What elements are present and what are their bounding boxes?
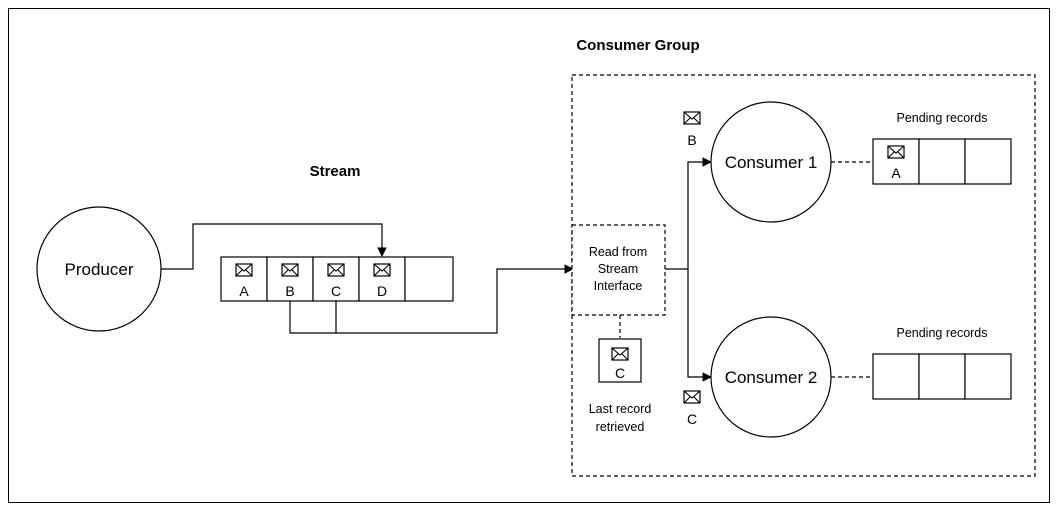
consumer-1-label: Consumer 1 xyxy=(725,153,818,172)
envelope-icon xyxy=(611,347,629,361)
envelope-icon xyxy=(235,263,253,277)
interface-to-consumer1-arrow xyxy=(665,157,712,270)
in-flight-record-1: B xyxy=(687,132,696,148)
pending-records-label-2: Pending records xyxy=(896,326,987,340)
canvas-border xyxy=(8,8,1050,503)
producer-label: Producer xyxy=(65,260,134,279)
pending-records-label-1: Pending records xyxy=(896,111,987,125)
stream-record-label: A xyxy=(239,283,249,299)
stream-title: Stream xyxy=(310,163,361,180)
stream-record-label: B xyxy=(285,283,294,299)
interface-to-consumer2-arrow xyxy=(687,269,712,382)
envelope-icon xyxy=(373,263,391,277)
stream-record-label: C xyxy=(331,283,341,299)
read-interface-box xyxy=(571,224,666,316)
producer-to-stream-arrow xyxy=(161,223,387,270)
last-record-caption: retrieved xyxy=(596,420,645,434)
in-flight-record-2: C xyxy=(687,411,697,427)
envelope-icon xyxy=(683,111,701,125)
stream-record-label: D xyxy=(377,283,387,299)
envelope-icon xyxy=(683,390,701,404)
pending-record-1: A xyxy=(891,165,901,181)
interface-label-line: Interface xyxy=(594,279,643,293)
envelope-icon xyxy=(887,145,905,159)
consumer-2-label: Consumer 2 xyxy=(725,368,818,387)
last-record-caption: Last record xyxy=(589,402,652,416)
envelope-icon xyxy=(327,263,345,277)
consumer-group-title: Consumer Group xyxy=(576,37,699,54)
stream-to-interface-arrow xyxy=(289,264,574,334)
interface-label-line: Stream xyxy=(598,262,638,276)
pending-records-2-cells xyxy=(872,353,1012,400)
last-record-label: C xyxy=(615,365,625,381)
envelope-icon xyxy=(281,263,299,277)
interface-label-line: Read from xyxy=(589,245,647,259)
pending-records-1-cells xyxy=(872,138,1012,185)
